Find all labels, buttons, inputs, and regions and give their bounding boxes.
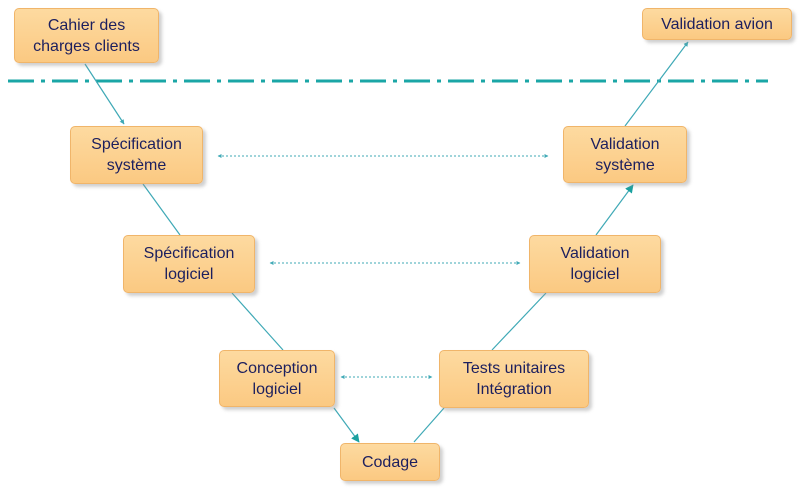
specification-logiciel-box: Spécification logiciel bbox=[123, 235, 255, 293]
validation-avion-box: Validation avion bbox=[642, 8, 792, 40]
cahier-des-charges-box: Cahier des charges clients bbox=[14, 8, 159, 63]
link-tests-to-validation-logiciel bbox=[491, 292, 547, 351]
link-cahier-to-spec-systeme bbox=[84, 63, 125, 125]
link-spec-logiciel-to-conception bbox=[231, 292, 284, 351]
codage-box: Codage bbox=[340, 443, 440, 481]
tests-integration-box: Tests unitaires Intégration bbox=[439, 350, 589, 408]
link-validation-systeme-to-validation-avion bbox=[624, 41, 689, 127]
validation-systeme-box: Validation système bbox=[563, 126, 687, 183]
conception-logiciel-box: Conception logiciel bbox=[219, 350, 335, 407]
link-validation-logiciel-to-validation-systeme bbox=[595, 184, 634, 236]
specification-systeme-box: Spécification système bbox=[70, 126, 203, 184]
link-codage-to-tests bbox=[413, 407, 445, 443]
validation-logiciel-box: Validation logiciel bbox=[529, 235, 661, 293]
link-spec-systeme-to-spec-logiciel bbox=[142, 183, 181, 236]
link-conception-to-codage bbox=[333, 407, 360, 443]
